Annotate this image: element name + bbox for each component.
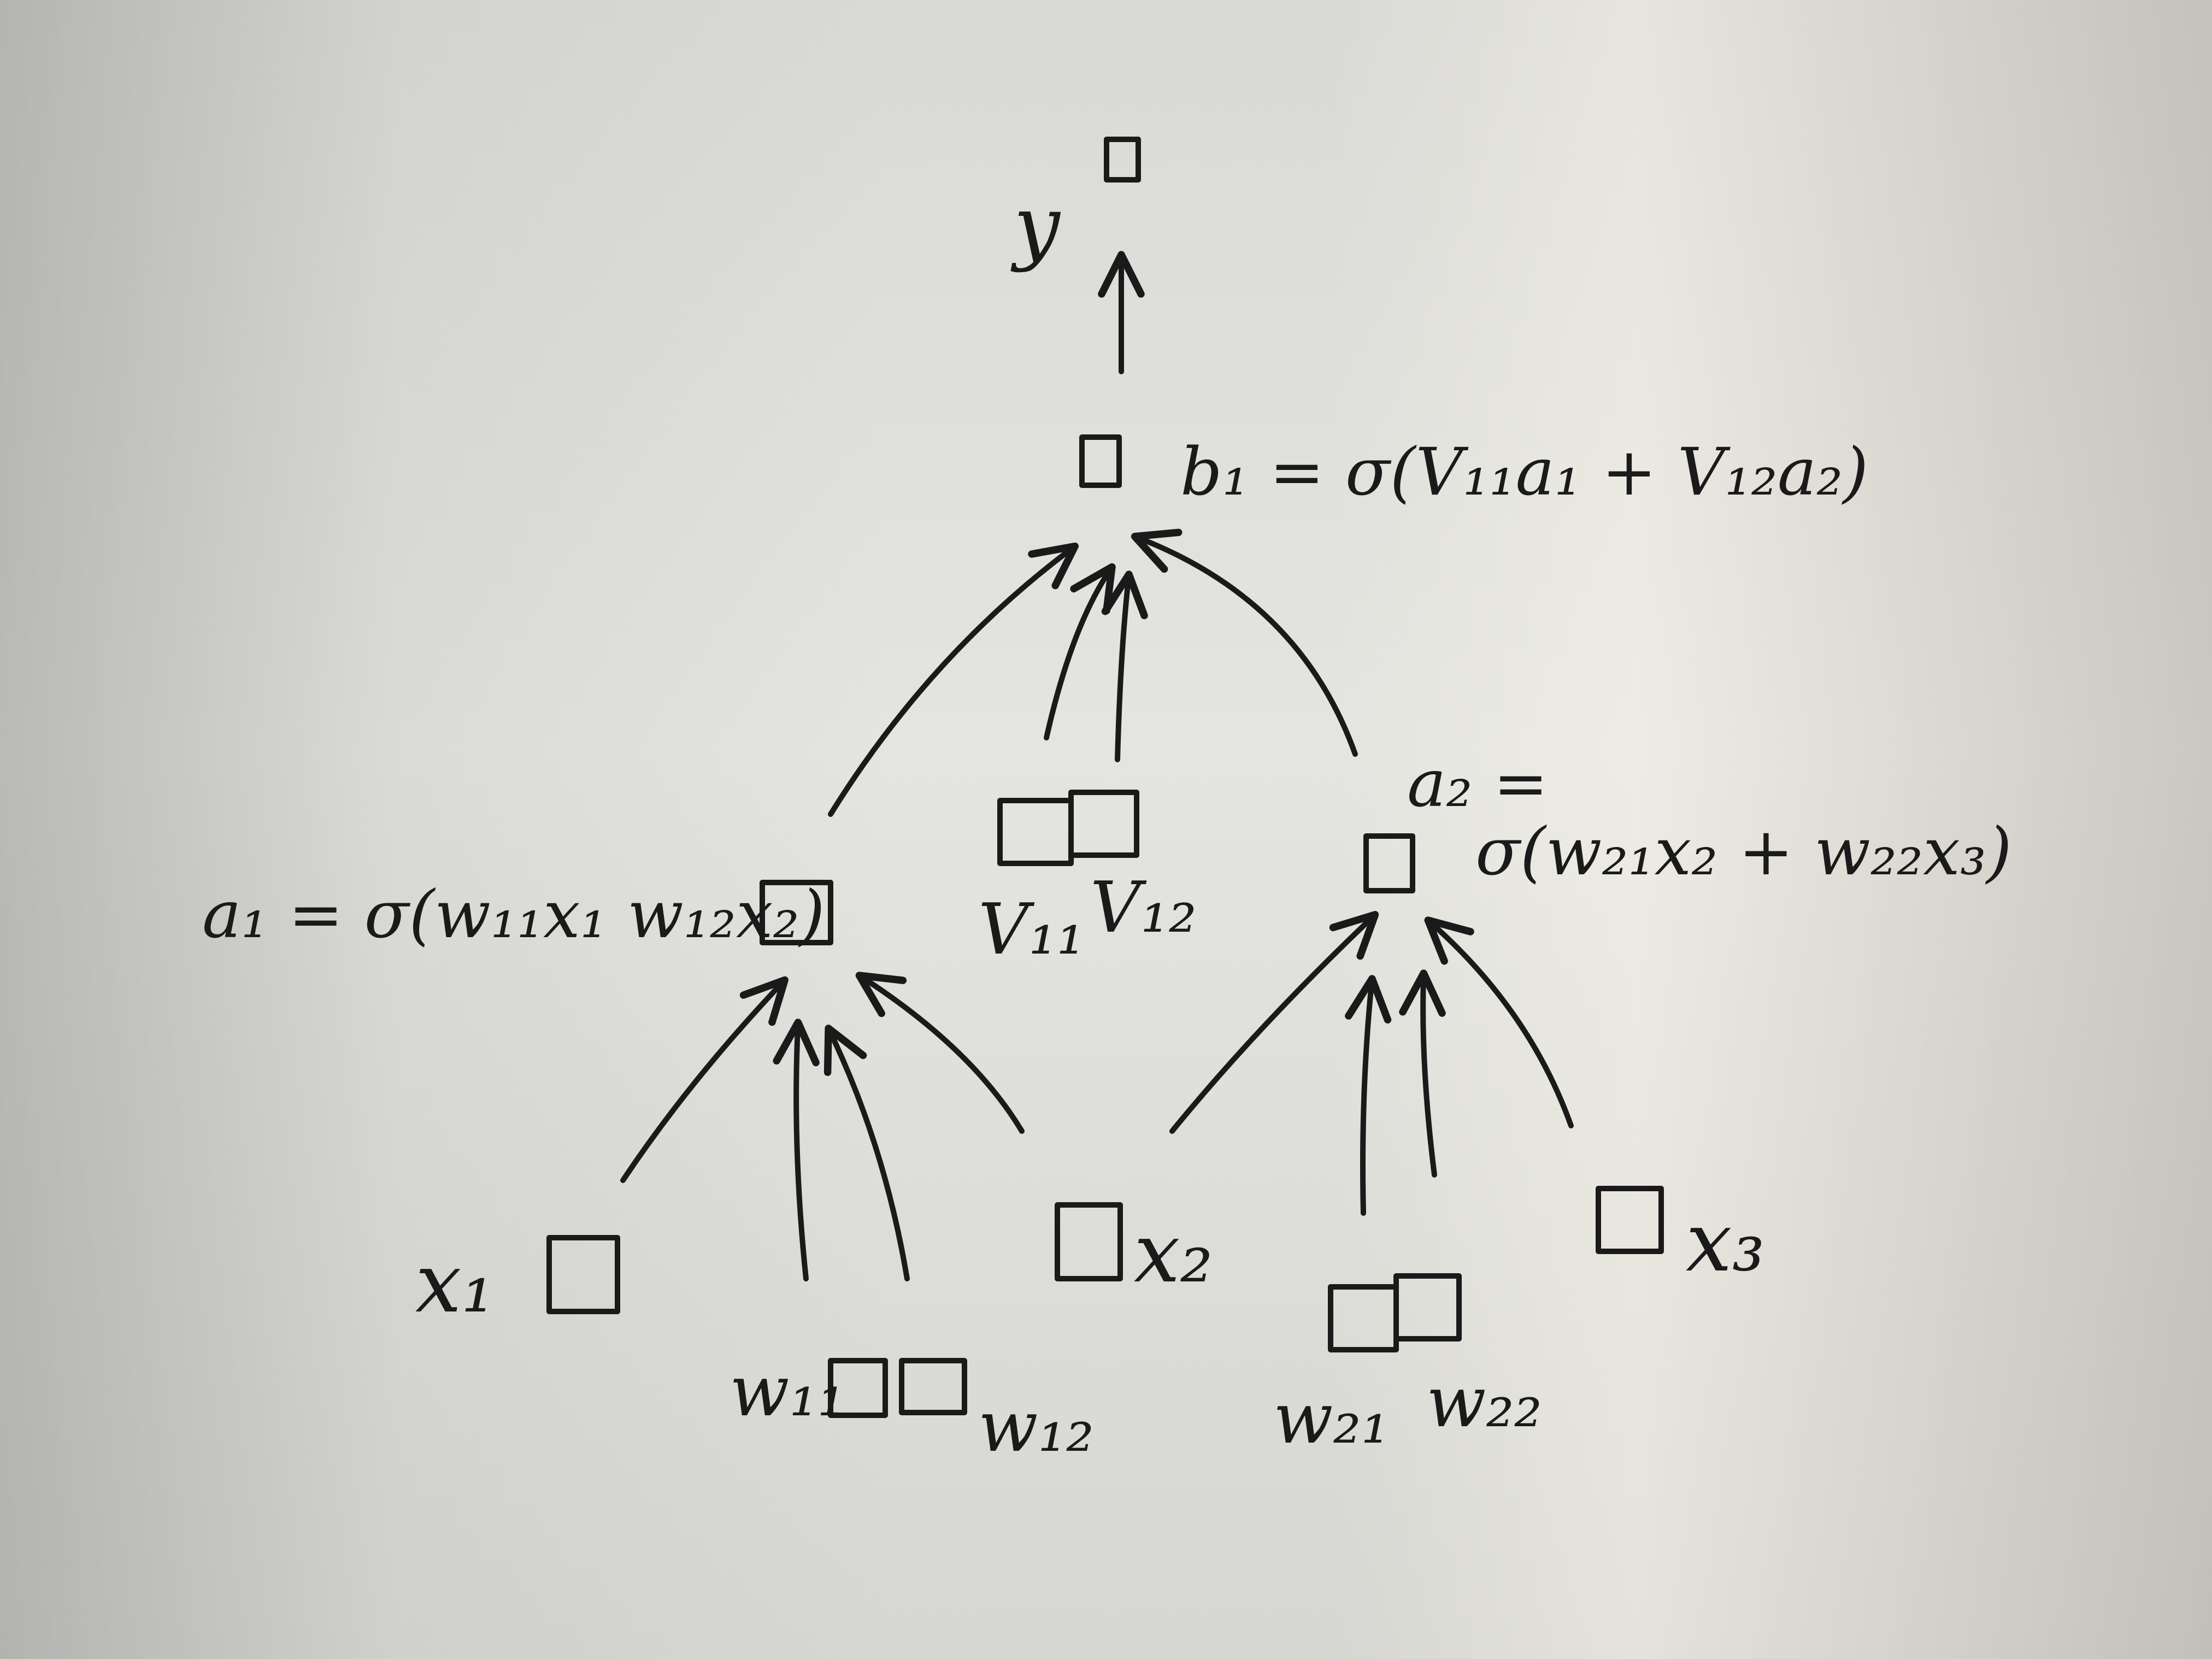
weight-box-w21 bbox=[1328, 1284, 1399, 1352]
hidden-node-a2 bbox=[1363, 833, 1415, 893]
arrow-v11-to-b1 bbox=[1044, 563, 1116, 740]
input-label-x2: x₂ bbox=[1134, 1206, 1213, 1301]
top-equation: b₁ = σ(V₁₁a₁ + V₁₂a₂) bbox=[1180, 434, 1868, 510]
weight-label-w21: w₂₁ bbox=[1273, 1378, 1389, 1460]
arrow-w21-to-a2 bbox=[1345, 975, 1392, 1216]
weight-box-w22 bbox=[1393, 1273, 1462, 1342]
right-equation-rhs: σ(w₂₁x₂ + w₂₂x₃) bbox=[1475, 814, 2012, 890]
hidden-node-b1 bbox=[1079, 434, 1122, 488]
weight-label-w22: w₂₂ bbox=[1426, 1362, 1542, 1443]
output-label-y: y bbox=[1010, 179, 1061, 274]
arrow-a2-to-b1 bbox=[1131, 528, 1358, 757]
weight-label-w11: w₁₁ bbox=[730, 1351, 845, 1432]
arrow-w12-to-a1 bbox=[823, 1025, 910, 1281]
output-node-box bbox=[1104, 137, 1141, 183]
input-label-x3: x₃ bbox=[1686, 1195, 1765, 1290]
hidden-node-a1 bbox=[760, 880, 833, 945]
arrow-a1-to-b1 bbox=[828, 542, 1079, 817]
right-equation-lhs: a₂ = bbox=[1407, 746, 1548, 822]
weight-box-w11 bbox=[828, 1358, 888, 1418]
input-label-x1: x₁ bbox=[415, 1236, 495, 1331]
arrow-x3-to-a2 bbox=[1424, 916, 1574, 1128]
arrow-x1-to-a1 bbox=[620, 976, 789, 1183]
weight-label-v11: V₁₁ bbox=[978, 889, 1085, 970]
arrow-x2-to-a2 bbox=[1169, 911, 1379, 1134]
arrow-w11-to-a1 bbox=[773, 1019, 820, 1281]
arrow-w22-to-a2 bbox=[1399, 969, 1446, 1178]
weight-box-v12 bbox=[1068, 790, 1139, 858]
weight-label-w12: w₁₂ bbox=[978, 1386, 1094, 1468]
arrow-v12-to-b1 bbox=[1101, 570, 1148, 762]
input-node-x2 bbox=[1055, 1202, 1123, 1281]
weight-box-v11 bbox=[997, 798, 1074, 866]
weight-box-w12 bbox=[899, 1358, 967, 1415]
input-node-x1 bbox=[546, 1235, 620, 1314]
input-node-x3 bbox=[1596, 1186, 1664, 1254]
left-equation: a₁ = σ(w₁₁x₁ w₁₂x₂) bbox=[202, 877, 825, 953]
weight-label-v12: V₁₂ bbox=[1090, 867, 1197, 949]
arrow-x2-to-a1 bbox=[855, 972, 1025, 1134]
